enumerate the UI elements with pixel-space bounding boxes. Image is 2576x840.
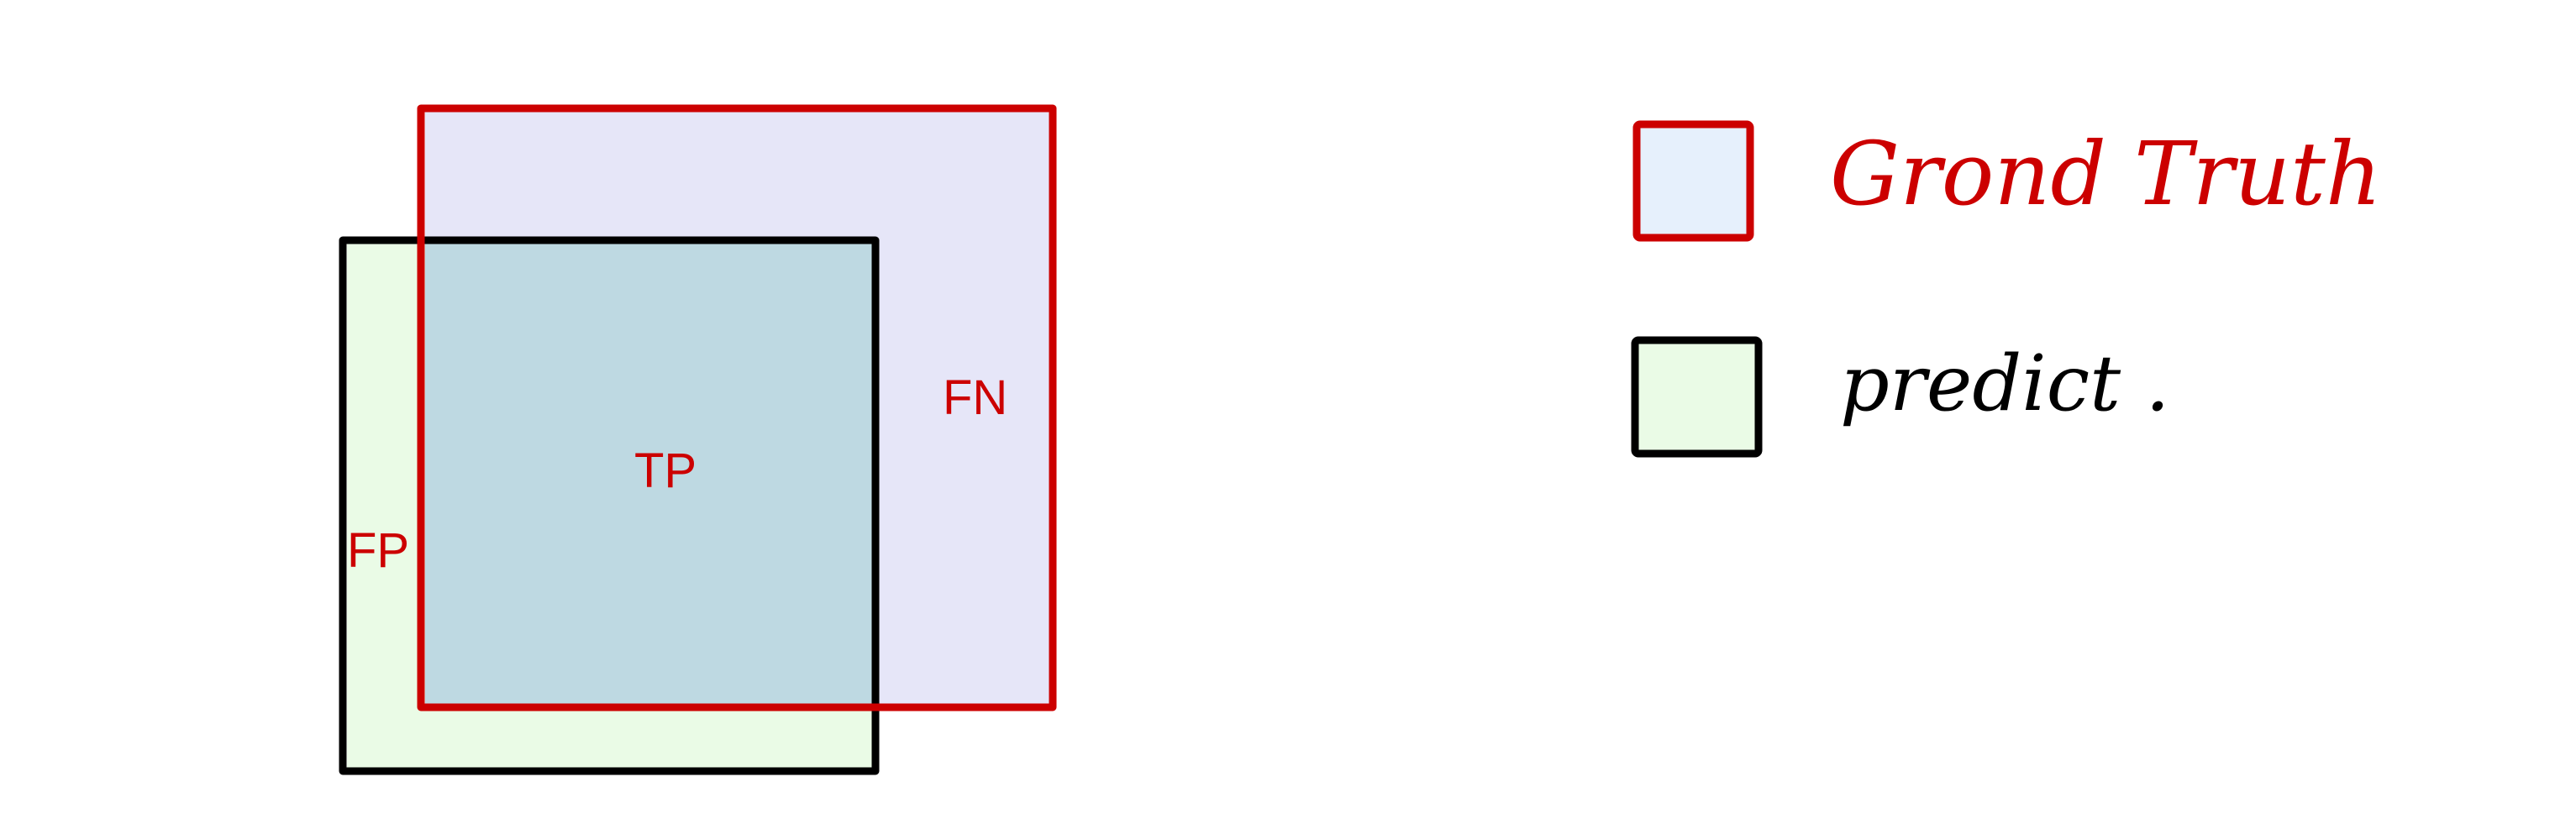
predict-box-outline	[339, 236, 880, 775]
legend-predict-swatch	[1631, 336, 1763, 458]
legend-ground-truth-label: Grond Truth	[1830, 123, 2382, 225]
fp-label: FP	[347, 523, 409, 578]
ground-truth-box-outline	[417, 104, 1057, 711]
legend-predict-label: predict .	[1840, 339, 2170, 428]
fn-label: FN	[943, 370, 1007, 425]
tp-overlap-region	[425, 244, 872, 708]
tp-label: TP	[634, 444, 697, 498]
legend-ground-truth-swatch	[1632, 120, 1754, 242]
